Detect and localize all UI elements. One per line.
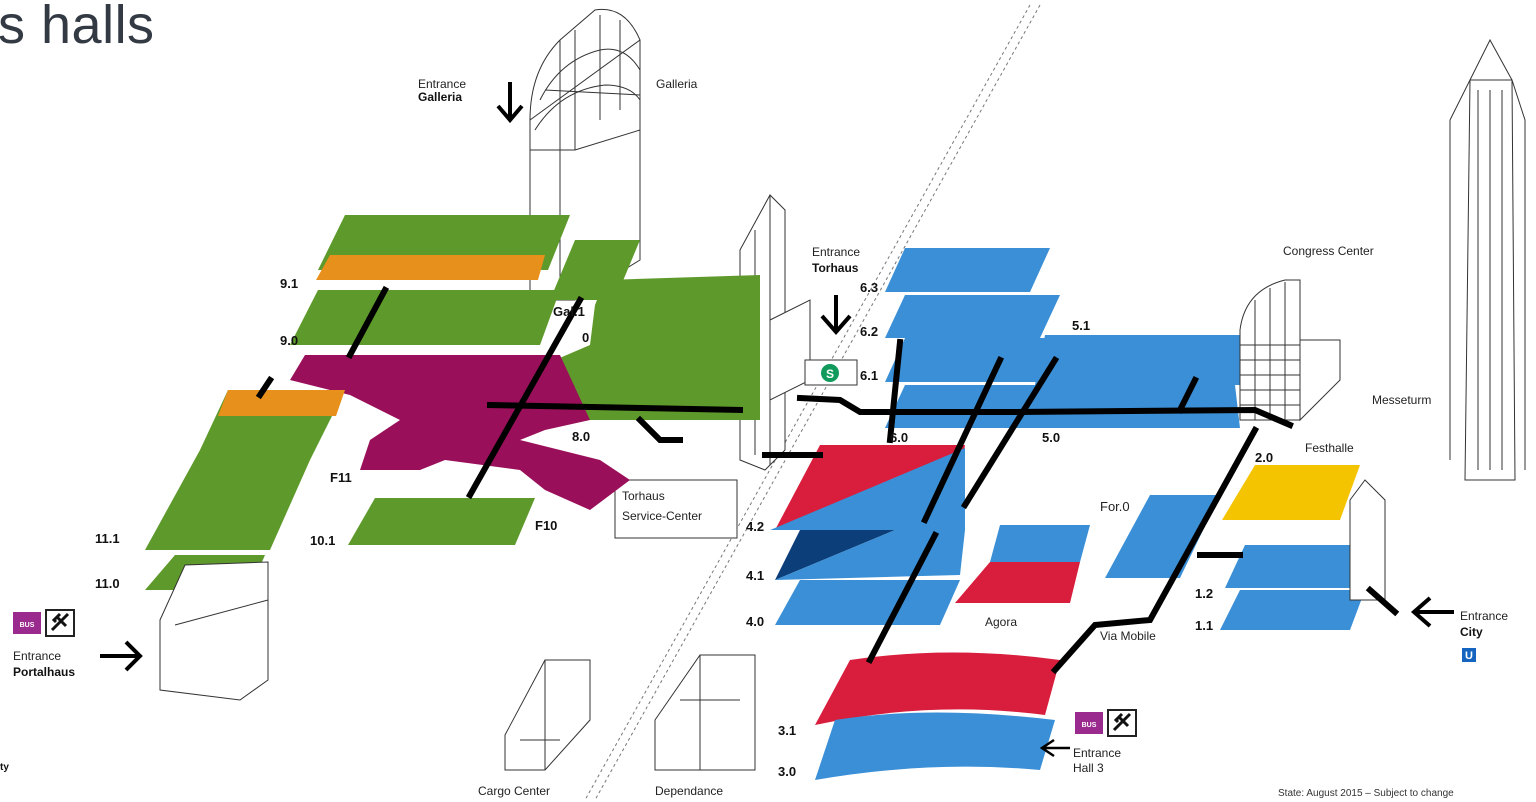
galleria-label: Galleria — [656, 77, 698, 91]
hall-label-3-0: 3.0 — [778, 764, 796, 779]
bus-icon: BUS — [1075, 712, 1103, 734]
hall-label-4-2: 4.2 — [746, 519, 764, 534]
hall-6-3 — [885, 248, 1050, 292]
hall-6-2 — [885, 295, 1060, 338]
hall-for-0 — [1105, 495, 1220, 578]
state-note: State: August 2015 – Subject to change — [1278, 788, 1454, 799]
walkways — [255, 285, 1400, 675]
hall-label-8-0: 8.0 — [572, 429, 590, 444]
service-center-label: Service-Center — [622, 509, 702, 523]
festhalle-label: Festhalle — [1305, 441, 1354, 455]
dependance-label: Dependance — [655, 784, 723, 798]
entrance-portalhaus-arrow — [100, 640, 143, 672]
hall-label-gal-1: Gal.1 — [553, 304, 585, 319]
cargo-center-building — [504, 659, 591, 771]
hall-1-1 — [1220, 590, 1365, 630]
entrance-galleria-line1: Entrance — [418, 77, 466, 91]
hall-9-0 — [290, 290, 560, 345]
agora-label: Agora — [985, 615, 1017, 629]
hall-label-5-1: 5.1 — [1072, 318, 1090, 333]
entrance-galleria-arrow — [496, 82, 524, 124]
hall-label-6-3: 6.3 — [860, 280, 878, 295]
hall-9-1-orange — [316, 255, 545, 280]
hall-galleria-0 — [555, 275, 760, 420]
hall-5-1 — [1035, 335, 1240, 385]
entrance-torhaus-arrow — [820, 295, 852, 336]
hall-label-2-0: 2.0 — [1255, 450, 1273, 465]
messeturm-label: Messeturm — [1372, 393, 1431, 407]
hall-label-6-0: 6.0 — [890, 430, 908, 445]
congress-center-label: Congress Center — [1283, 244, 1374, 258]
cargo-center-label: Cargo Center — [478, 784, 550, 798]
dependance-building — [654, 654, 756, 771]
hall-3-1 — [815, 652, 1060, 725]
svg-text:U: U — [1465, 650, 1473, 662]
entrance-torhaus-line1: Entrance — [812, 245, 860, 259]
entrance-city-line1: Entrance — [1460, 609, 1508, 623]
hall-group-east — [770, 248, 1386, 780]
hall-label-gal-0: 0 — [582, 330, 589, 345]
hall-label-11-0: 11.0 — [95, 576, 120, 591]
hall-f11 — [290, 355, 630, 510]
agora-area — [990, 525, 1090, 562]
entrance-hall3-line1: Entrance — [1073, 746, 1121, 760]
hall-label-f10: F10 — [535, 518, 557, 533]
torhaus-label: Torhaus — [622, 489, 665, 503]
entrance-hall3-arrow — [1039, 738, 1070, 758]
hall-label-4-1: 4.1 — [746, 568, 764, 583]
hall-label-9-1: 9.1 — [280, 276, 298, 291]
ubahn-icon: U — [1462, 648, 1476, 662]
hall-label-4-0: 4.0 — [746, 614, 764, 629]
hall-label-10-1: 10.1 — [310, 533, 335, 548]
svg-text:S: S — [826, 367, 834, 381]
hall-group-west — [145, 215, 760, 701]
hall-4-2-blue — [770, 448, 965, 530]
hall-label-6-2: 6.2 — [860, 324, 878, 339]
entrance-portalhaus-line1: Entrance — [13, 649, 61, 663]
hall-4-0 — [775, 580, 960, 625]
entrance-galleria-line2: Galleria — [418, 90, 462, 104]
hall-label-6-1: 6.1 — [860, 368, 878, 383]
agora-area-red — [955, 562, 1080, 603]
messeturm-building — [1449, 38, 1526, 481]
plane-icon — [45, 609, 75, 637]
hall-11-1 — [145, 390, 345, 550]
plane-icon — [1107, 709, 1137, 737]
hall-1-2 — [1225, 545, 1370, 588]
entrance-city-arrow — [1410, 596, 1454, 628]
hall-2-0-festhalle — [1222, 465, 1360, 520]
hall-label-f11: F11 — [330, 470, 352, 485]
hall-label-5-0: 5.0 — [1042, 430, 1060, 445]
sbahn-icon: S — [804, 359, 858, 386]
svg-text:BUS: BUS — [1082, 722, 1097, 729]
area-divider — [584, 4, 1041, 801]
hall-label-for-0: For.0 — [1100, 499, 1130, 514]
hall-label-9-0: 9.0 — [280, 333, 298, 348]
left-edge-fragment: ty — [0, 762, 9, 773]
via-mobile-label: Via Mobile — [1100, 629, 1156, 643]
entrance-city-line2: City — [1460, 625, 1483, 639]
torhaus-service-center: Torhaus Service-Center — [614, 479, 738, 539]
hall-6-1 — [885, 338, 1060, 382]
hall-label-1-1: 1.1 — [1195, 618, 1213, 633]
page-title: s halls — [0, 0, 155, 55]
entrance-portalhaus-line2: Portalhaus — [13, 665, 75, 679]
hall-label-3-1: 3.1 — [778, 723, 796, 738]
hall-5-0 — [1040, 385, 1240, 428]
svg-text:BUS: BUS — [20, 622, 35, 629]
hall-label-11-1: 11.1 — [95, 531, 120, 546]
hall-11-1-orange — [218, 390, 345, 416]
bus-icon: BUS — [13, 612, 41, 634]
hall-label-1-2: 1.2 — [1195, 586, 1213, 601]
entrance-hall3-line2: Hall 3 — [1073, 761, 1104, 775]
hall-10-1 — [348, 498, 535, 545]
entrance-torhaus-line2: Torhaus — [812, 261, 859, 275]
hall-3-0 — [815, 712, 1055, 780]
portalhaus-building — [159, 561, 269, 701]
